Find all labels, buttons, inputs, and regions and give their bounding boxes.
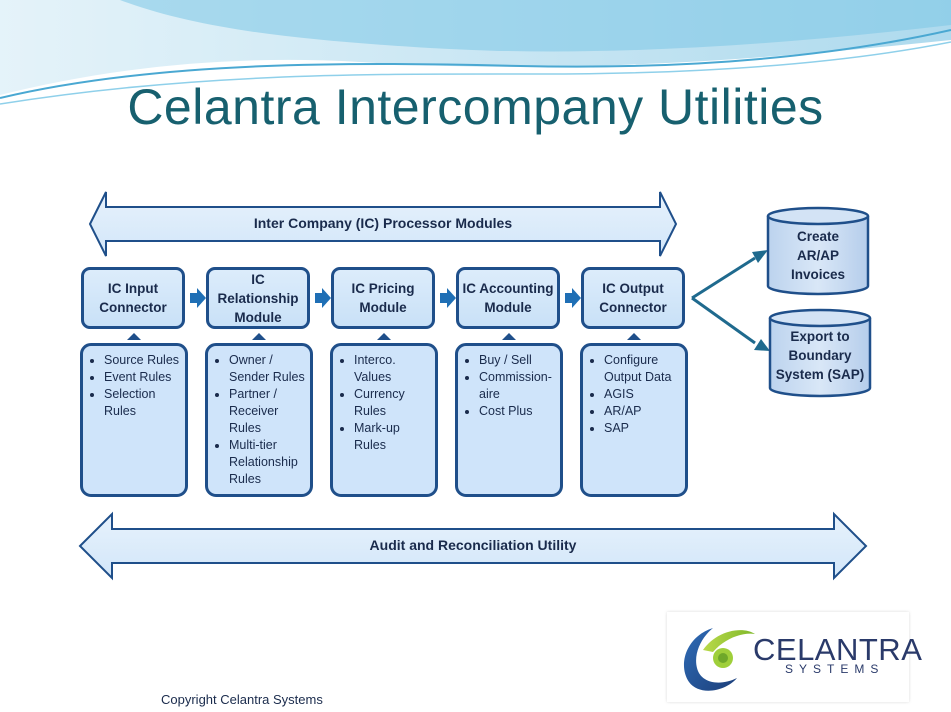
- detail-ic-accounting: Buy / Sell Commission-aire Cost Plus: [455, 343, 563, 497]
- top-arrow-label: Inter Company (IC) Processor Modules: [253, 215, 513, 231]
- list-item: Selection Rules: [104, 386, 181, 420]
- list-item: Partner / Receiver Rules: [229, 386, 306, 437]
- logo-swoosh-icon: [683, 628, 755, 691]
- bottom-double-arrow: [78, 511, 868, 581]
- module-connector-arrows: [190, 288, 581, 308]
- list-item: Cost Plus: [479, 403, 556, 420]
- cylinder-create-invoices: [766, 206, 870, 296]
- list-item: Owner / Sender Rules: [229, 352, 306, 386]
- list-item: AGIS: [604, 386, 681, 403]
- list-item: Event Rules: [104, 369, 181, 386]
- list-item: Configure Output Data: [604, 352, 681, 386]
- output-arrows: [691, 256, 756, 345]
- logo-subtitle: SYSTEMS: [785, 662, 885, 676]
- list-item: Commission-aire: [479, 369, 556, 403]
- list-item: Interco. Values: [354, 352, 431, 386]
- company-logo: CELANTRA SYSTEMS: [667, 612, 922, 702]
- list-item: Source Rules: [104, 352, 181, 369]
- list-item: AR/AP: [604, 403, 681, 420]
- detail-ic-input: Source Rules Event Rules Selection Rules: [80, 343, 188, 497]
- list-item: Multi-tier Relationship Rules: [229, 437, 306, 488]
- output-create-invoices-label: Create AR/AP Invoices: [790, 229, 846, 282]
- list-item: SAP: [604, 420, 681, 437]
- list-item: Currency Rules: [354, 386, 431, 420]
- detail-ic-output: Configure Output Data AGIS AR/AP SAP: [580, 343, 688, 497]
- list-item: Buy / Sell: [479, 352, 556, 369]
- header-wave: [0, 0, 951, 110]
- detail-ic-pricing: Interco. Values Currency Rules Mark-up R…: [330, 343, 438, 497]
- cylinder-export-sap: [768, 308, 872, 398]
- logo-name: CELANTRA: [753, 632, 923, 667]
- copyright-text: Copyright Celantra Systems: [161, 692, 323, 707]
- output-export-sap-label: Export to Boundary System (SAP): [775, 329, 865, 382]
- module-tabs: [127, 333, 641, 340]
- list-item: Mark-up Rules: [354, 420, 431, 454]
- top-double-arrow: [88, 191, 678, 257]
- bottom-arrow-label: Audit and Reconciliation Utility: [369, 537, 577, 553]
- detail-ic-relationship: Owner / Sender Rules Partner / Receiver …: [205, 343, 313, 497]
- page-title: Celantra Intercompany Utilities: [127, 79, 824, 135]
